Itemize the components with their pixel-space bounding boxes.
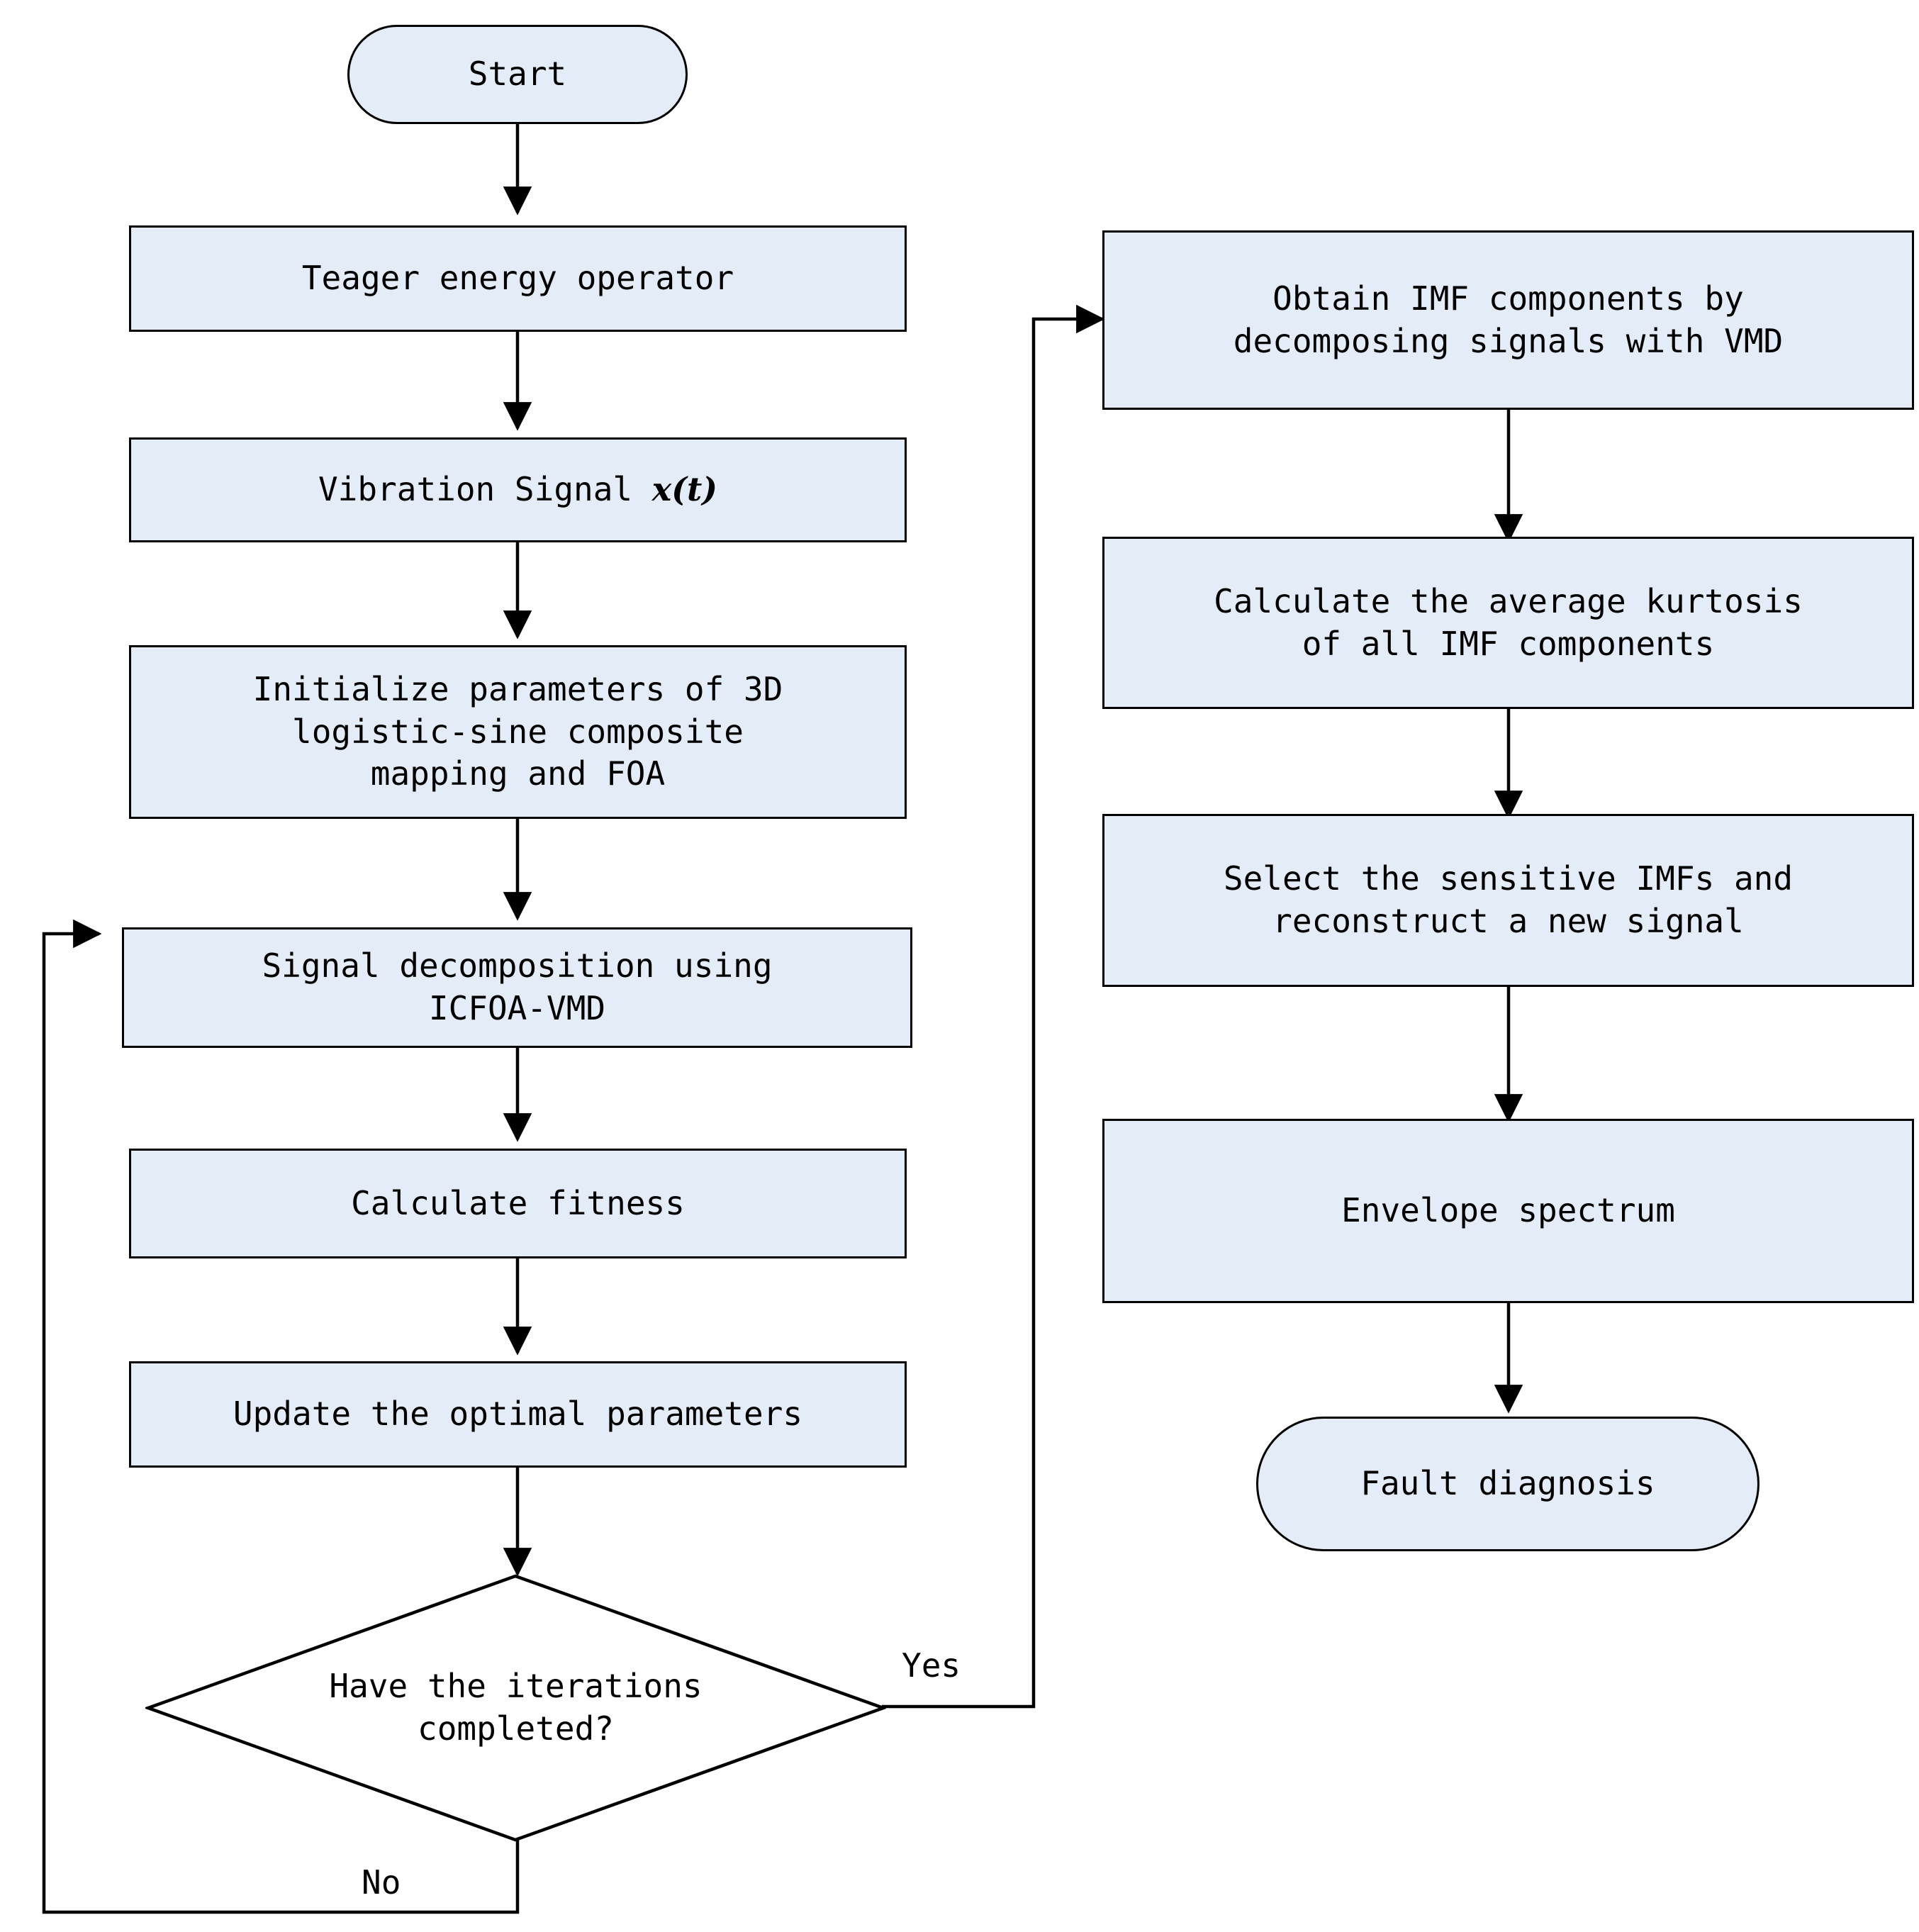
- node-select-label: Select the sensitive IMFs and reconstruc…: [1223, 859, 1794, 940]
- node-kurtosis-label: Calculate the average kurtosis of all IM…: [1214, 581, 1803, 663]
- node-update-label: Update the optimal parameters: [233, 1395, 803, 1434]
- decision-diamond-shape: [143, 1574, 888, 1842]
- node-teager-label: Teager energy operator: [301, 259, 734, 298]
- node-vibration-variable: x(t): [651, 470, 717, 509]
- node-iterations-decision[interactable]: Have the iterations completed?: [143, 1574, 888, 1842]
- node-envelope-spectrum[interactable]: Envelope spectrum: [1102, 1119, 1914, 1303]
- node-imf-label: Obtain IMF components by decomposing sig…: [1233, 279, 1784, 360]
- node-vibration-text: Vibration Signal: [318, 470, 652, 509]
- node-vibration-signal[interactable]: Vibration Signal x(t): [129, 437, 907, 542]
- node-decompose-label: Signal decomposition using ICFOA-VMD: [262, 947, 773, 1027]
- decision-label-wrap: Have the iterations completed?: [145, 1574, 886, 1842]
- node-obtain-imf-components[interactable]: Obtain IMF components by decomposing sig…: [1102, 230, 1914, 410]
- node-start-label: Start: [468, 55, 567, 94]
- node-fault-label: Fault diagnosis: [1360, 1464, 1655, 1503]
- node-signal-decomposition[interactable]: Signal decomposition using ICFOA-VMD: [122, 927, 912, 1048]
- node-update-optimal-parameters[interactable]: Update the optimal parameters: [129, 1361, 907, 1468]
- node-initialize-parameters[interactable]: Initialize parameters of 3D logistic-sin…: [129, 645, 907, 819]
- node-initialize-label: Initialize parameters of 3D logistic-sin…: [252, 669, 783, 793]
- edge-label-no: No: [362, 1863, 401, 1902]
- edge-decision-yes: [882, 304, 1105, 1709]
- node-fitness-label: Calculate fitness: [351, 1183, 685, 1222]
- node-teager-energy-operator[interactable]: Teager energy operator: [129, 225, 907, 332]
- edge-label-yes: Yes: [902, 1646, 961, 1685]
- node-fault-diagnosis[interactable]: Fault diagnosis: [1256, 1417, 1759, 1551]
- node-select-sensitive-imfs[interactable]: Select the sensitive IMFs and reconstruc…: [1102, 814, 1914, 987]
- node-calculate-fitness[interactable]: Calculate fitness: [129, 1149, 907, 1258]
- node-vibration-label: Vibration Signal x(t): [311, 469, 724, 511]
- node-decision-label: Have the iterations completed?: [329, 1667, 703, 1748]
- node-start[interactable]: Start: [347, 25, 688, 124]
- node-calculate-average-kurtosis[interactable]: Calculate the average kurtosis of all IM…: [1102, 537, 1914, 709]
- node-envelope-label: Envelope spectrum: [1341, 1191, 1675, 1230]
